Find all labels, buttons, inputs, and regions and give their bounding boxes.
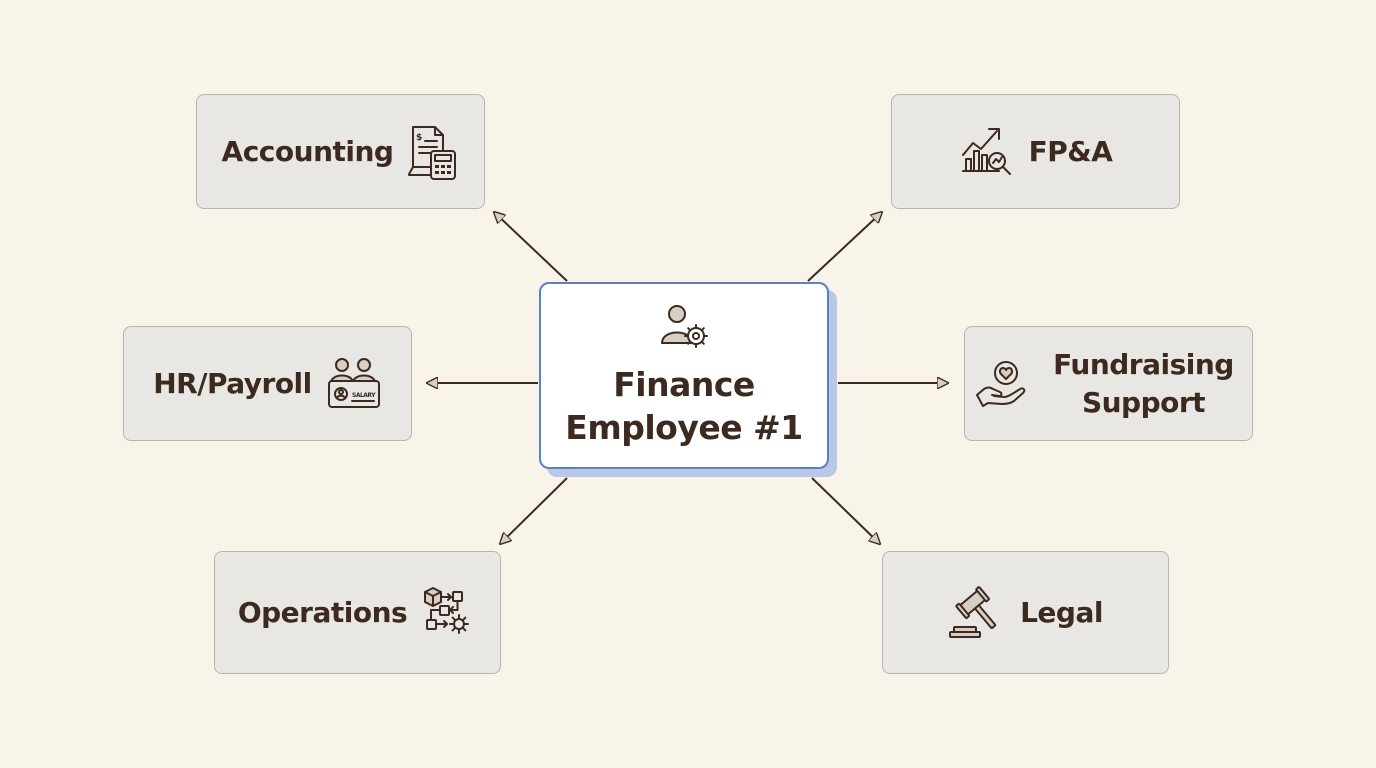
- hr-payroll-label: HR/Payroll: [153, 367, 312, 400]
- hand-heart-icon: [974, 359, 1030, 409]
- workflow-gear-icon: [421, 584, 477, 642]
- center-title-line2: Employee #1: [565, 407, 803, 447]
- salary-card-text: SALARY: [352, 392, 376, 399]
- people-salary-card-icon: SALARY: [326, 355, 382, 413]
- fpa-label: FP&A: [1028, 135, 1113, 168]
- arrow-to-legal: [811, 477, 880, 544]
- arrow-to-fpa: [807, 212, 882, 282]
- ledger-calculator-icon: $: [407, 123, 459, 181]
- accounting-label: Accounting: [221, 135, 394, 168]
- growth-chart-magnifier-icon: [959, 123, 1015, 181]
- gavel-icon: [948, 585, 1006, 641]
- node-fpa[interactable]: FP&A: [891, 94, 1180, 209]
- node-operations[interactable]: Operations: [214, 551, 501, 674]
- node-hr-payroll[interactable]: HR/Payroll SALARY: [123, 326, 412, 441]
- user-gear-icon: [659, 303, 709, 357]
- arrow-to-operations: [500, 477, 568, 544]
- node-accounting[interactable]: Accounting $: [196, 94, 485, 209]
- fundraising-label: Fundraising Support: [1053, 347, 1234, 419]
- legal-label: Legal: [1020, 596, 1103, 629]
- svg-text:$: $: [416, 133, 422, 143]
- node-legal[interactable]: Legal: [882, 551, 1169, 674]
- center-node-finance-employee[interactable]: Finance Employee #1: [539, 282, 829, 469]
- node-fundraising-support[interactable]: Fundraising Support: [964, 326, 1253, 441]
- arrow-to-accounting: [494, 212, 568, 282]
- center-title-line1: Finance: [613, 364, 755, 404]
- operations-label: Operations: [237, 596, 408, 629]
